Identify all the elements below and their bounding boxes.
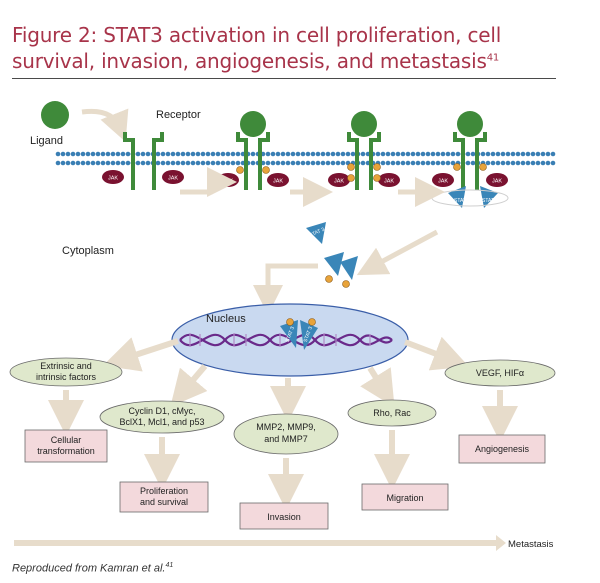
target-vegf: VEGF, HIFα xyxy=(444,359,556,387)
receptor-label: Receptor xyxy=(156,109,201,121)
svg-text:JAK: JAK xyxy=(168,176,178,182)
outcome-cellular-transformation: Cellular transformation xyxy=(24,429,108,463)
jak-icon: JAK xyxy=(432,173,454,187)
svg-text:Angiogenesis: Angiogenesis xyxy=(475,444,530,454)
svg-text:JAK: JAK xyxy=(492,179,502,185)
svg-text:STAT 3: STAT 3 xyxy=(454,198,470,204)
figure-title-line2: survival, invasion, angiogenesis, and me… xyxy=(12,49,487,73)
target-rho-rac: Rho, Rac xyxy=(347,399,437,427)
figure-title: Figure 2: STAT3 activation in cell proli… xyxy=(12,22,572,74)
outcome-angiogenesis: Angiogenesis xyxy=(458,434,546,464)
outcome-migration: Migration xyxy=(361,483,449,511)
receptor-bound-2 xyxy=(347,111,381,190)
ligand-label: Ligand xyxy=(30,135,63,147)
figure-caption-ref: 41 xyxy=(165,562,174,569)
figure-caption: Reproduced from Kamran et al.41 xyxy=(12,562,173,575)
ligand-binding-arrow xyxy=(81,108,129,142)
target-to-outcome-arrows xyxy=(48,390,518,510)
jak-icon: JAK xyxy=(486,173,508,187)
svg-text:intrinsic factors: intrinsic factors xyxy=(36,372,97,382)
jak-icon: JAK xyxy=(328,173,350,187)
jak-kinases: JAK JAK JAK JAK JAK JAK JAK JAK xyxy=(102,170,508,187)
nucleus-to-target-arrows xyxy=(102,336,469,422)
receptor-unbound xyxy=(123,132,164,190)
receptor-bound-3 xyxy=(453,111,487,190)
svg-text:JAK: JAK xyxy=(438,179,448,185)
stat3-docked: STAT 3 STAT 3 xyxy=(431,186,509,208)
svg-text:Extrinsic and: Extrinsic and xyxy=(40,361,92,371)
nuclear-translocation-arrow xyxy=(253,263,318,315)
nucleus-label: Nucleus xyxy=(206,313,246,325)
svg-text:MMP2, MMP9,: MMP2, MMP9, xyxy=(256,422,316,432)
jak-icon: JAK xyxy=(162,170,184,184)
target-mmp: MMP2, MMP9, and MMP7 xyxy=(233,413,339,455)
jak-icon: JAK xyxy=(267,173,289,187)
svg-text:JAK: JAK xyxy=(334,179,344,185)
target-cyclin-d1: Cyclin D1, cMyc, BclX1, Mcl1, and p53 xyxy=(99,400,225,434)
metastasis-label: Metastasis xyxy=(508,539,554,550)
svg-text:Migration: Migration xyxy=(386,493,423,503)
svg-text:JAK: JAK xyxy=(273,179,283,185)
svg-text:STAT 3: STAT 3 xyxy=(285,326,296,343)
nucleus: Nucleus STAT 3 STAT 3 xyxy=(171,303,409,377)
figure-caption-text: Reproduced from Kamran et al. xyxy=(12,562,166,575)
svg-text:STAT 3: STAT 3 xyxy=(303,326,314,343)
outcome-invasion: Invasion xyxy=(239,502,329,530)
svg-text:BclX1, Mcl1, and p53: BclX1, Mcl1, and p53 xyxy=(119,417,204,427)
svg-text:Proliferation: Proliferation xyxy=(140,486,188,496)
svg-text:and survival: and survival xyxy=(140,497,188,507)
svg-text:Invasion: Invasion xyxy=(267,512,301,522)
svg-text:JAK: JAK xyxy=(108,176,118,182)
receptor-bound-1 xyxy=(236,111,270,190)
title-divider xyxy=(12,78,556,79)
jak-icon: JAK xyxy=(378,173,400,187)
metastasis-arrow: Metastasis xyxy=(14,535,554,551)
figure-title-line1: Figure 2: STAT3 activation in cell proli… xyxy=(12,23,502,47)
svg-text:JAK: JAK xyxy=(223,179,233,185)
target-extrinsic-factors: Extrinsic and intrinsic factors xyxy=(9,357,123,387)
stat3-release-arrow xyxy=(356,229,439,276)
activation-sequence-arrows xyxy=(180,167,445,207)
svg-text:JAK: JAK xyxy=(384,179,394,185)
cytoplasm-label: Cytoplasm xyxy=(62,245,114,257)
svg-text:Cyclin D1, cMyc,: Cyclin D1, cMyc, xyxy=(128,406,195,416)
svg-text:VEGF, HIFα: VEGF, HIFα xyxy=(476,368,524,378)
svg-text:STAT 3: STAT 3 xyxy=(482,198,498,204)
svg-text:Cellular: Cellular xyxy=(51,435,82,445)
figure-title-ref: 41 xyxy=(486,52,500,64)
cell-membrane xyxy=(55,151,556,166)
outcome-proliferation: Proliferation and survival xyxy=(119,481,209,513)
jak-icon: JAK xyxy=(102,170,124,184)
svg-text:Rho, Rac: Rho, Rac xyxy=(373,408,411,418)
stat3-dimer-cytoplasm: STAT 3 xyxy=(306,222,358,288)
ligand-icon xyxy=(41,101,69,129)
svg-text:and MMP7: and MMP7 xyxy=(264,434,308,444)
dna-helix-icon xyxy=(179,333,393,347)
svg-text:transformation: transformation xyxy=(37,446,95,456)
stat3-dimer-nuclear: STAT 3 STAT 3 xyxy=(280,318,318,350)
